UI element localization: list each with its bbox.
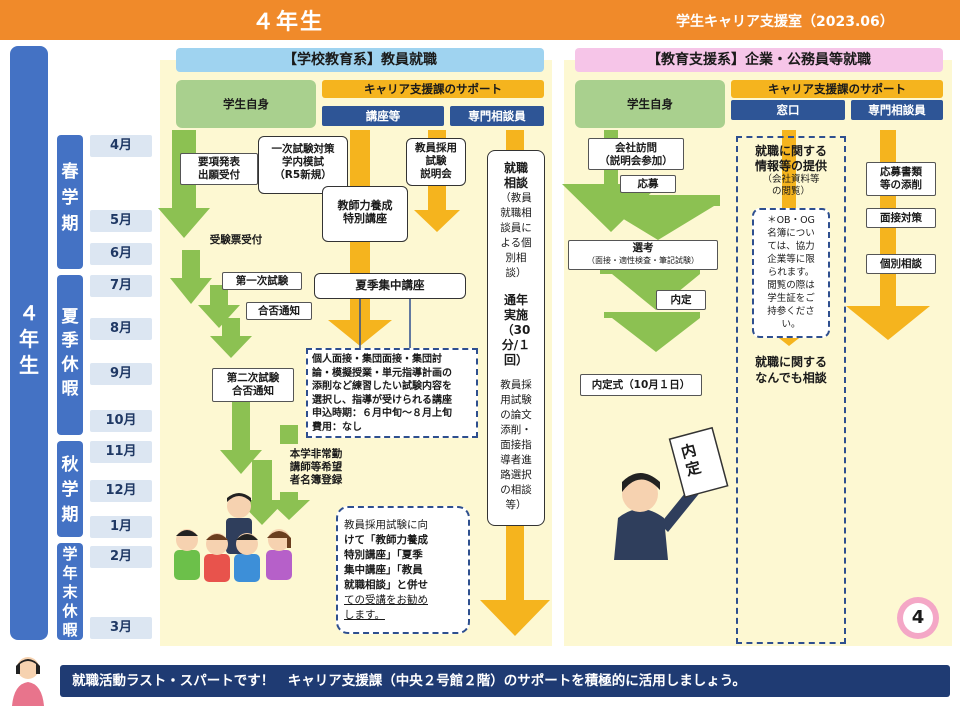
houmon-box: 会社訪問（説明会参加） <box>588 138 684 170</box>
month-label: 7月 <box>90 275 152 297</box>
month-label: 8月 <box>90 318 152 340</box>
footer-message: 就職活動ラスト・スパートです！ キャリア支援課（中央２号館２階）のサポートを積極… <box>60 665 950 697</box>
child-figure <box>204 533 230 582</box>
page-subtitle: 学生キャリア支援室（2023.06） <box>676 14 894 30</box>
corp-counselor-header: 専門相談員 <box>851 100 943 120</box>
kaki-desc-box: 個人面接・集団面接・集団討論・模擬授業・単元指導計画の添削など練習したい試験内容… <box>306 348 478 438</box>
students-illustration <box>174 493 292 582</box>
green-arrow <box>596 195 720 240</box>
school-counselor-header: 専門相談員 <box>450 106 544 126</box>
naiteishiki-box: 内定式（10月１日） <box>580 374 702 396</box>
child-figure <box>234 533 260 582</box>
month-label: 4月 <box>90 135 152 157</box>
green-arrow <box>198 285 240 328</box>
month-label: 6月 <box>90 243 152 265</box>
guide-person-icon <box>12 657 44 706</box>
green-arrow <box>600 268 700 310</box>
corp-student-header: 学生自身 <box>575 80 725 128</box>
school-support-header: キャリア支援課のサポート <box>322 80 544 98</box>
page-number: 4 <box>903 603 933 633</box>
corp-section-title: 【教育支援系】企業・公務員等就職 <box>575 48 943 72</box>
oubo-box: 応募 <box>620 175 676 193</box>
school-lectures-header: 講座等 <box>322 106 444 126</box>
orange-arrow <box>846 130 930 340</box>
sign-figure <box>668 426 729 499</box>
header-bar <box>0 0 960 40</box>
month-label: 12月 <box>90 480 152 502</box>
goukaku1-box: 合否通知 <box>246 302 312 320</box>
green-arrow <box>210 318 252 358</box>
term-yearend: 学年末休暇 <box>57 543 83 640</box>
term-summer: 夏季休暇 <box>57 275 83 435</box>
corp-support-header: キャリア支援課のサポート <box>731 80 943 98</box>
month-label: 5月 <box>90 210 152 232</box>
term-spring: 春学期 <box>57 135 83 269</box>
corp-window-header: 窓口 <box>731 100 845 120</box>
month-label: 3月 <box>90 617 152 639</box>
senkou-box: 選考（面接・適性検査・筆記試験） <box>568 240 718 270</box>
page-title: ４年生 <box>252 10 325 35</box>
child-figure <box>266 529 292 580</box>
soudan-box: 就職 相談 （教員 就職相 談員に よる個 別相 談） 通年 実施 （30 分/… <box>487 150 545 526</box>
green-arrow <box>604 312 700 352</box>
tensaku-box: 応募書類等の添削 <box>866 162 936 196</box>
month-label: 2月 <box>90 546 152 568</box>
yousei-box: 教師力養成特別講座 <box>322 186 408 242</box>
youkou-box: 要項発表出願受付 <box>180 153 258 185</box>
daiichi-box: 第一次試験 <box>222 272 302 290</box>
naitei-box: 内定 <box>656 290 706 310</box>
green-arrow <box>170 250 212 304</box>
child-figure <box>174 529 200 580</box>
ichiji-taisaku-box: 一次試験対策学内模試（R5新規） <box>258 136 348 194</box>
info-box: 就職に関する 情報等の提供 （会社資料等 の閲覧） <box>736 136 846 644</box>
kobetsu-box: 個別相談 <box>866 254 936 274</box>
nandemo-label: 就職に関するなんでも相談 <box>754 355 827 385</box>
month-label: 11月 <box>90 441 152 463</box>
month-label: 9月 <box>90 363 152 385</box>
niji-box: 第二次試験合否通知 <box>212 368 294 402</box>
term-autumn: 秋学期 <box>57 441 83 537</box>
kaki-box: 夏季集中講座 <box>314 273 466 299</box>
mensetsu-box: 面接対策 <box>866 208 936 228</box>
month-label: 10月 <box>90 410 152 432</box>
month-label: 1月 <box>90 516 152 538</box>
juken-label: 受験票受付 <box>209 234 263 246</box>
naitei-illustration <box>614 426 729 560</box>
hijoukin-box: 本学非常勤講師等希望者名簿登録 <box>276 444 356 492</box>
green-arrow <box>220 400 262 474</box>
school-student-header: 学生自身 <box>176 80 316 128</box>
school-section-title: 【学校教育系】教員就職 <box>176 48 544 72</box>
recommend-box: 教員採用試験に向 けて「教師力養成 特別講座」「夏季 集中講座」「教員 就職相談… <box>336 506 470 634</box>
setsumeikai-box: 教員採用試験説明会 <box>406 138 466 186</box>
year-bar <box>10 46 48 640</box>
